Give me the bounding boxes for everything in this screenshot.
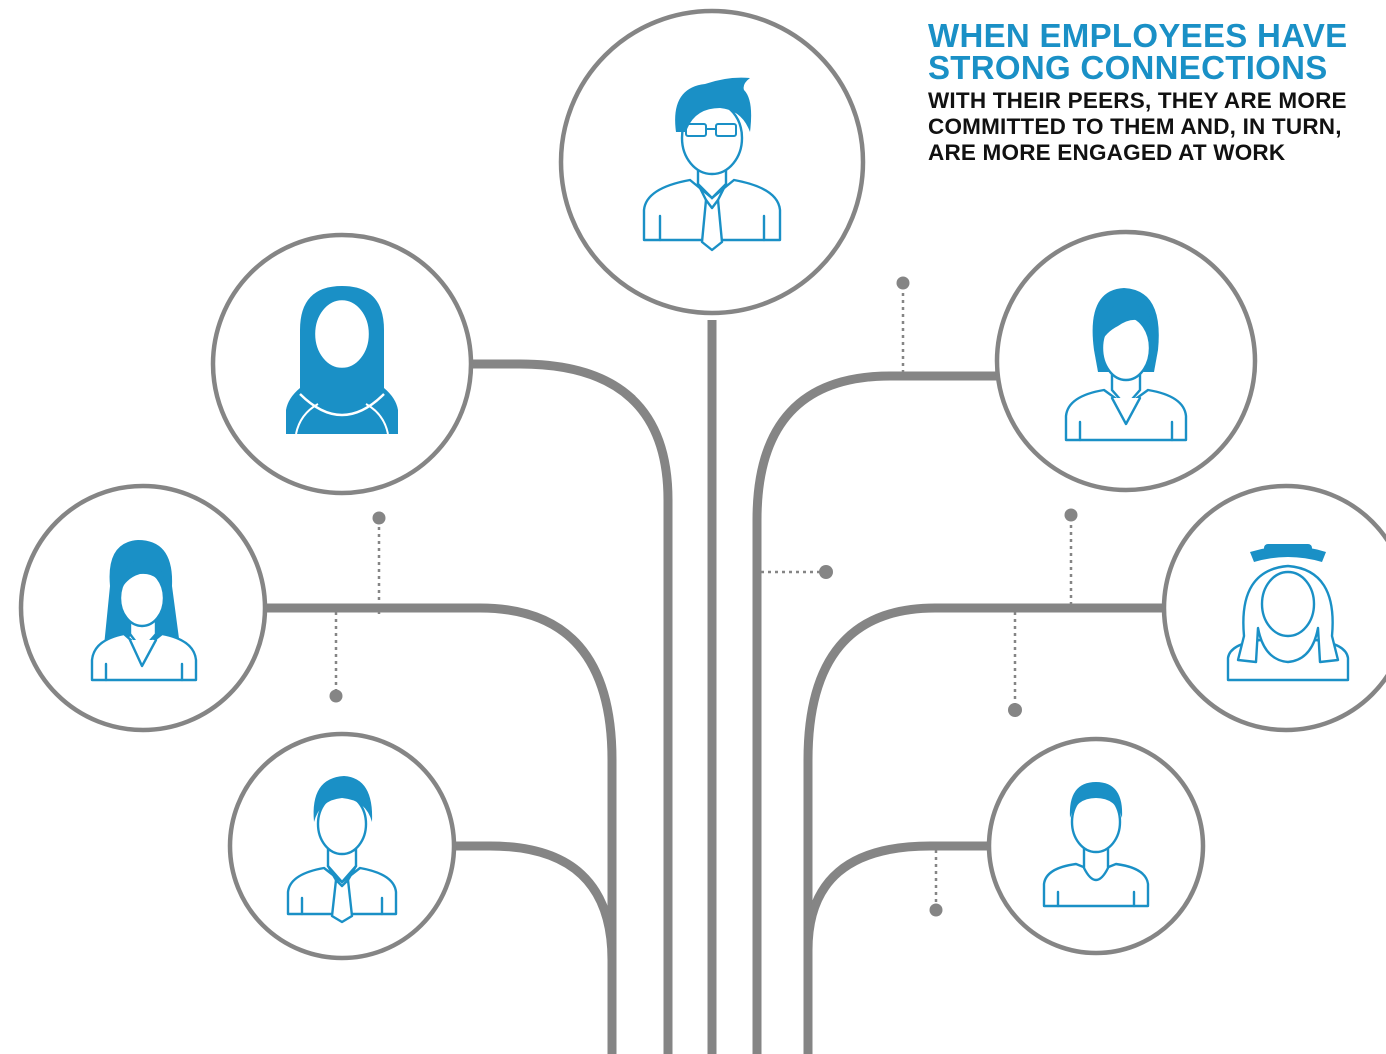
dotted-connectors [329, 276, 1078, 917]
headline-title-line-2: STRONG CONNECTIONS [928, 49, 1328, 86]
man-glasses-tie-icon [642, 77, 782, 252]
tree-branches [266, 320, 1165, 1054]
connector-1-dot [372, 511, 386, 525]
man-collar-icon [1042, 782, 1150, 908]
headline-block: WHEN EMPLOYEES HAVE STRONG CONNECTIONS W… [928, 20, 1386, 166]
connector-4-dot [896, 276, 910, 290]
branch-upper-left [472, 359, 673, 1054]
woman-short-hair-icon [1064, 288, 1188, 442]
headline-body-line-2: COMMITTED TO THEM AND, IN TURN, [928, 114, 1342, 139]
connector-6-dot [1008, 703, 1022, 717]
woman-long-hair-icon [90, 540, 198, 682]
headline-body-line-1: WITH THEIR PEERS, THEY ARE MORE [928, 88, 1347, 113]
person-node-woman-long-hair [18, 483, 268, 733]
connector-3-dot [819, 565, 833, 579]
person-node-man-ghutra [1161, 483, 1386, 733]
person-node-woman-short-hair [994, 229, 1258, 493]
branch-lower-left [452, 841, 617, 1054]
branch-middle-right [803, 603, 1165, 1054]
person-node-woman-hijab [210, 232, 474, 496]
man-tie-icon [286, 776, 398, 924]
branch-upper-right [752, 371, 1000, 1054]
person-node-man-tie [227, 731, 457, 961]
connector-7-dot [929, 903, 943, 917]
person-node-man-collar [986, 736, 1206, 956]
headline-body-line-3: ARE MORE ENGAGED AT WORK [928, 140, 1286, 165]
connector-2-dot [329, 689, 343, 703]
person-node-man-with-glasses [558, 8, 866, 316]
branch-lower-right [803, 841, 990, 1054]
headline-title-line-1: WHEN EMPLOYEES HAVE [928, 20, 1348, 54]
man-ghutra-icon [1226, 544, 1350, 682]
woman-hijab-icon [286, 286, 398, 435]
branch-middle-left [266, 603, 617, 1054]
connector-5-dot [1064, 508, 1078, 522]
